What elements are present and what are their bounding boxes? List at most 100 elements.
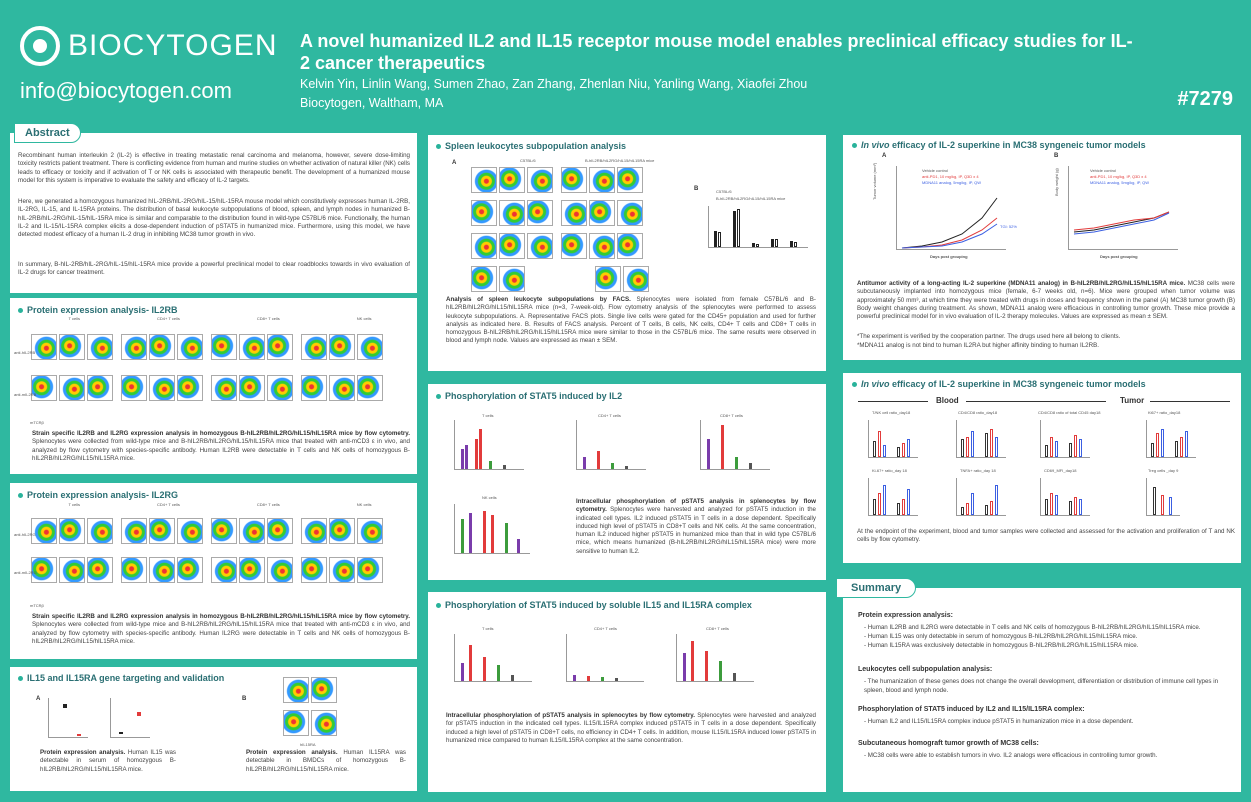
bar: [878, 493, 881, 515]
flow-plot: [357, 375, 383, 401]
bar: [897, 503, 900, 515]
il2rb-xlabel: mTCRβ: [30, 420, 44, 425]
tgi-label: TGI: 52%: [1000, 224, 1017, 229]
bar: [1153, 487, 1156, 515]
bar: [897, 447, 900, 457]
bar: [878, 431, 881, 457]
flow-plot: [595, 266, 621, 292]
bar: [873, 441, 876, 457]
flow-plot: [149, 557, 175, 583]
bar: [1079, 439, 1082, 457]
flow-plot: [301, 518, 327, 544]
bar: [752, 243, 755, 247]
flow-plot: [561, 167, 587, 193]
summary-l1-3-text: Human IL15RA was exclusively detectable …: [867, 642, 1139, 649]
summary-h1: Protein expression analysis:: [858, 612, 953, 619]
flow-plot: [239, 375, 265, 401]
il15-title: IL15 and IL15RA gene targeting and valid…: [18, 673, 224, 683]
bar: [902, 499, 905, 515]
abstract-panel: [10, 133, 417, 293]
flow-plot: [329, 518, 355, 544]
summary-l1-3: - Human IL15RA was exclusively detectabl…: [864, 642, 1139, 649]
il15ra-xlabel: hIL15RA: [300, 742, 316, 747]
flow-plot: [561, 200, 587, 226]
bar: [902, 443, 905, 457]
summary-h2: Leukocytes cell subpopulation analysis:: [858, 666, 993, 673]
il2rg-caption-text: Splenocytes were collected from wild-typ…: [32, 621, 410, 645]
flow-plot: [239, 557, 265, 583]
bar: [1055, 441, 1058, 457]
tumor-volume-lines: [901, 197, 998, 249]
stat5-il15-chart-cd4: [566, 634, 644, 682]
efficacy1-caption-text: MC38 cells were subcutaneously implanted…: [857, 280, 1235, 321]
flow-plot: [121, 334, 147, 360]
flow-plot: [301, 334, 327, 360]
stat5-il15-chart-cd8: [676, 634, 754, 682]
il2rg-row1: [30, 517, 410, 550]
flow-plot: [499, 266, 525, 292]
flow-plot: [589, 233, 615, 259]
abstract-p1: Recombinant human interleukin 2 (IL-2) i…: [18, 152, 410, 184]
flow-plot: [211, 375, 237, 401]
il2rg-caption: Strain specific IL2RB and IL2RG expressi…: [32, 613, 410, 646]
il2rg-group-cd4: CD4+ T cells: [157, 502, 180, 507]
bar: [1151, 443, 1154, 457]
il2rg-row2: [30, 556, 410, 589]
bar: [469, 645, 472, 681]
bar: [1161, 429, 1164, 457]
il2rg-group-nk: NK cells: [356, 502, 372, 507]
weight-legend-2: anti-PD1, 10 mg/kg, IP, Q3D x 4: [1090, 174, 1147, 179]
flow-plot: [589, 200, 615, 226]
bar: [719, 661, 722, 681]
flow-plot: [301, 375, 327, 401]
bar: [587, 676, 590, 681]
flow-plot: [589, 167, 615, 193]
bar: [790, 241, 793, 247]
logo-icon: [20, 26, 60, 66]
stat5-il15-chart-cd8-title: CD8+ T cells: [706, 626, 729, 631]
il2rb-group-cd8: CD8+ T cells: [256, 316, 280, 321]
il2rg-group-t: T cells: [68, 502, 80, 507]
logo-text: BIOCYTOGEN: [68, 29, 278, 62]
flow-plot: [59, 557, 85, 583]
bar: [961, 439, 964, 457]
blood-divider-left: [858, 401, 928, 402]
bar: [995, 485, 998, 515]
bar: [990, 501, 993, 515]
bar: [735, 457, 738, 469]
flow-plot: [267, 557, 293, 583]
abstract-tab: Abstract: [14, 123, 81, 143]
tumor-xlabel: Days post grouping: [930, 254, 968, 259]
eff2-chart-8: [1146, 478, 1180, 516]
stat5-chart-nk-title: NK cells: [482, 495, 497, 500]
bar: [611, 463, 614, 469]
il15-point: [137, 712, 141, 716]
bar: [971, 493, 974, 515]
bar: [625, 466, 628, 469]
summary-l2-1: - The humanization of these genes does n…: [864, 678, 1219, 694]
stat5-il2-title: Phosphorylation of STAT5 induced by IL2: [436, 391, 622, 401]
efficacy2-title-rest: efficacy of IL-2 superkine in MC38 synge…: [889, 379, 1146, 389]
bar: [966, 503, 969, 515]
flow-plot: [177, 334, 203, 360]
il15-caption-a: Protein expression analysis. Human IL15 …: [40, 749, 176, 774]
flow-plot: [31, 518, 57, 544]
summary-l2-1-text: The humanization of these genes does not…: [864, 678, 1219, 694]
il15-point: [63, 704, 67, 708]
bar: [1156, 433, 1159, 457]
bar: [961, 507, 964, 515]
tumor-volume-chart: [896, 166, 1006, 250]
flow-plot: [177, 518, 203, 544]
bar: [461, 663, 464, 681]
summary-l4-1-text: MC38 cells were able to establish tumors…: [867, 752, 1158, 759]
il2rg-row-label-1: anti-hIL2RG: [14, 532, 36, 537]
flow-plot: [471, 200, 497, 226]
flow-plot: [329, 334, 355, 360]
il2rg-caption-bold: Strain specific IL2RB and IL2RG expressi…: [32, 613, 410, 620]
stat5-il15-caption-text: Splenocytes were harvested and analyzed …: [446, 712, 816, 744]
bar: [971, 431, 974, 457]
stat5-chart-t-title: T cells: [482, 413, 494, 418]
bar: [503, 465, 506, 469]
authors: Kelvin Yin, Linlin Wang, Sumen Zhao, Zan…: [300, 77, 808, 91]
eff2-chart-title-1: T/NK cell ratio_day18: [872, 410, 911, 415]
